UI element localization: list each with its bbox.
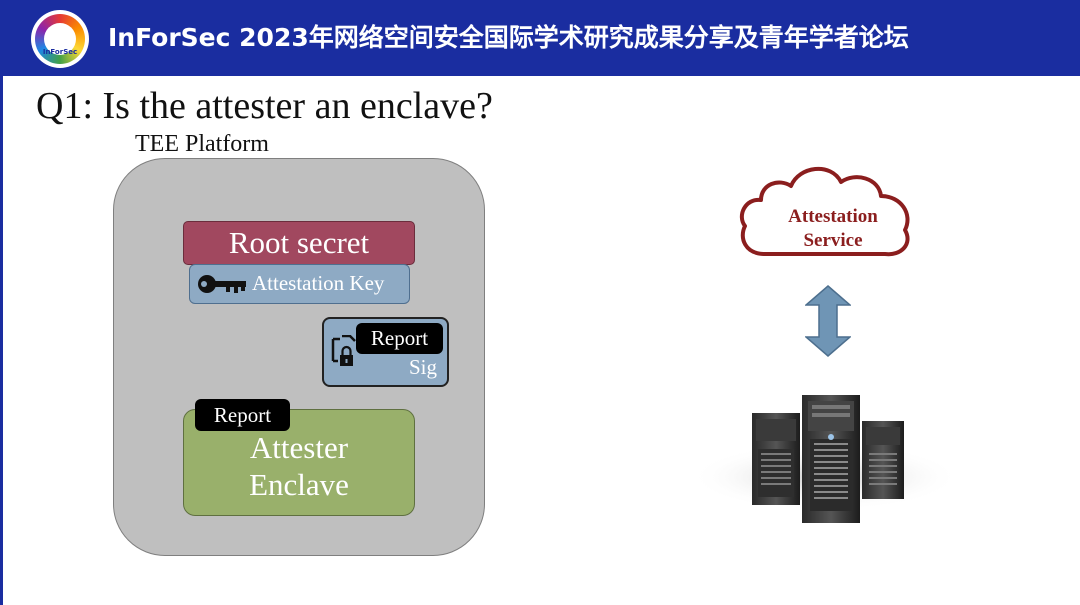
- cloud-label-line2: Service: [803, 230, 863, 251]
- attestation-key-label: Attestation Key: [252, 271, 385, 295]
- server-towers-icon: [690, 395, 960, 523]
- key-icon: [198, 275, 246, 293]
- enclave-label-line1: Attester: [249, 430, 349, 465]
- root-secret-box: Root secret: [183, 221, 415, 265]
- signed-report-label: Report: [356, 323, 443, 354]
- enclave-label-line2: Enclave: [249, 467, 349, 502]
- inforsec-logo: InForSec: [31, 10, 89, 68]
- document-lock-icon: [331, 335, 356, 366]
- signature-label: Sig: [408, 355, 437, 379]
- cloud-label-line1: Attestation: [788, 206, 878, 227]
- signed-report-box: Report Sig: [322, 317, 449, 387]
- left-accent-bar: [0, 76, 3, 605]
- cloud-icon: [739, 166, 910, 257]
- tee-platform-label: TEE Platform: [135, 131, 269, 157]
- slide-header: InForSec InForSec 2023年网络空间安全国际学术研究成果分享及…: [0, 0, 1080, 76]
- attestation-service-label: Attestation Service: [745, 205, 921, 253]
- enclave-report-label: Report: [195, 399, 290, 431]
- logo-center: [44, 23, 76, 55]
- slide-question: Q1: Is the attester an enclave?: [36, 85, 493, 127]
- logo-text: InForSec: [42, 48, 78, 56]
- attestation-key-box: Attestation Key: [189, 264, 410, 304]
- header-title: InForSec 2023年网络空间安全国际学术研究成果分享及青年学者论坛: [108, 23, 909, 52]
- double-arrow-icon: [805, 285, 851, 357]
